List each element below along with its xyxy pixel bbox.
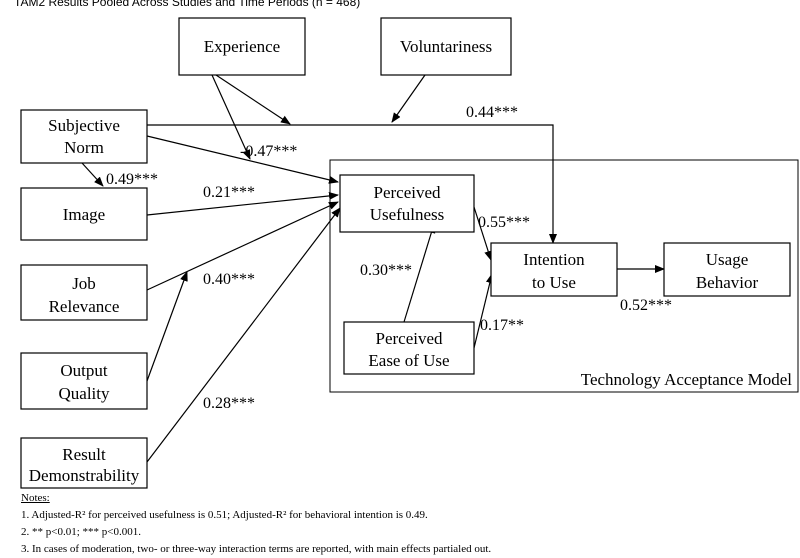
svg-text:to Use: to Use xyxy=(532,273,576,292)
coef-result-pu: 0.28*** xyxy=(203,395,255,412)
node-perceived-usefulness: Perceived Usefulness xyxy=(339,174,475,233)
coef-peou-intention: 0.17** xyxy=(480,317,524,334)
svg-text:Demonstrability: Demonstrability xyxy=(29,466,140,485)
svg-text:Voluntariness: Voluntariness xyxy=(400,37,492,56)
svg-text:Experience: Experience xyxy=(204,37,280,56)
svg-text:Usefulness: Usefulness xyxy=(370,205,445,224)
edge-pu-intention xyxy=(473,206,493,261)
edge-result-pu xyxy=(146,207,341,463)
coef-intention-usage: 0.52*** xyxy=(620,297,672,314)
svg-text:Result: Result xyxy=(62,445,106,464)
note-2: 2. ** p<0.01; *** p<0.001. xyxy=(21,526,141,538)
edge-output-quality-moderation xyxy=(146,271,188,382)
svg-text:Relevance: Relevance xyxy=(49,297,120,316)
coef-experience-sn-pu: -0.47*** xyxy=(240,143,297,160)
edge-sn-pu xyxy=(146,135,339,184)
node-image: Image xyxy=(20,187,148,241)
edge-experience-sn-pu xyxy=(211,74,251,160)
edge-peou-pu xyxy=(403,223,436,323)
tam-label: Technology Acceptance Model xyxy=(581,370,793,389)
svg-text:Behavior: Behavior xyxy=(696,273,759,292)
coef-sn-image: 0.49*** xyxy=(106,171,158,188)
node-intention-to-use: Intention to Use xyxy=(490,242,618,297)
svg-text:Output: Output xyxy=(60,361,108,380)
coef-pu-intention: 0.55*** xyxy=(478,214,530,231)
notes-section: Notes: 1. Adjusted-R² for perceived usef… xyxy=(21,490,491,558)
node-perceived-ease-of-use: Perceived Ease of Use xyxy=(343,321,475,375)
coef-image-pu: 0.21*** xyxy=(203,184,255,201)
figure-caption: TAM2 Results Pooled Across Studies and T… xyxy=(14,0,360,9)
node-usage-behavior: Usage Behavior xyxy=(663,242,791,297)
svg-text:Intention: Intention xyxy=(523,250,585,269)
svg-text:Norm: Norm xyxy=(64,138,104,157)
svg-text:Image: Image xyxy=(63,205,105,224)
svg-text:Subjective: Subjective xyxy=(48,116,120,135)
note-1: 1. Adjusted-R² for perceived usefulness … xyxy=(21,509,428,521)
svg-text:Usage: Usage xyxy=(706,250,748,269)
coef-peou-pu: 0.30*** xyxy=(360,262,412,279)
node-output-quality: Output Quality xyxy=(20,352,148,410)
node-experience: Experience xyxy=(178,17,306,76)
node-result-demonstrability: Result Demonstrability xyxy=(20,437,148,489)
svg-text:Ease of Use: Ease of Use xyxy=(368,351,449,370)
node-job-relevance: Job Relevance xyxy=(20,264,148,321)
svg-text:Quality: Quality xyxy=(59,384,110,403)
svg-text:Perceived: Perceived xyxy=(373,183,441,202)
svg-text:Perceived: Perceived xyxy=(375,329,443,348)
edge-sn-intention xyxy=(147,124,557,244)
note-3: 3. In cases of moderation, two- or three… xyxy=(21,543,492,555)
notes-heading: Notes: xyxy=(21,492,50,504)
node-subjective-norm: Subjective Norm xyxy=(20,109,148,164)
edge-image-pu xyxy=(146,191,339,216)
edge-sn-image xyxy=(81,162,104,187)
edge-peou-intention xyxy=(473,273,494,349)
coef-sn-intention: 0.44*** xyxy=(466,104,518,121)
node-voluntariness: Voluntariness xyxy=(380,17,512,76)
edge-voluntariness-moderation xyxy=(391,74,426,123)
tam-boundary xyxy=(329,159,799,393)
edge-experience-moderation xyxy=(215,74,291,125)
coef-job-pu: 0.40*** xyxy=(203,271,255,288)
edge-job-pu xyxy=(146,201,339,291)
svg-text:Job: Job xyxy=(72,274,96,293)
